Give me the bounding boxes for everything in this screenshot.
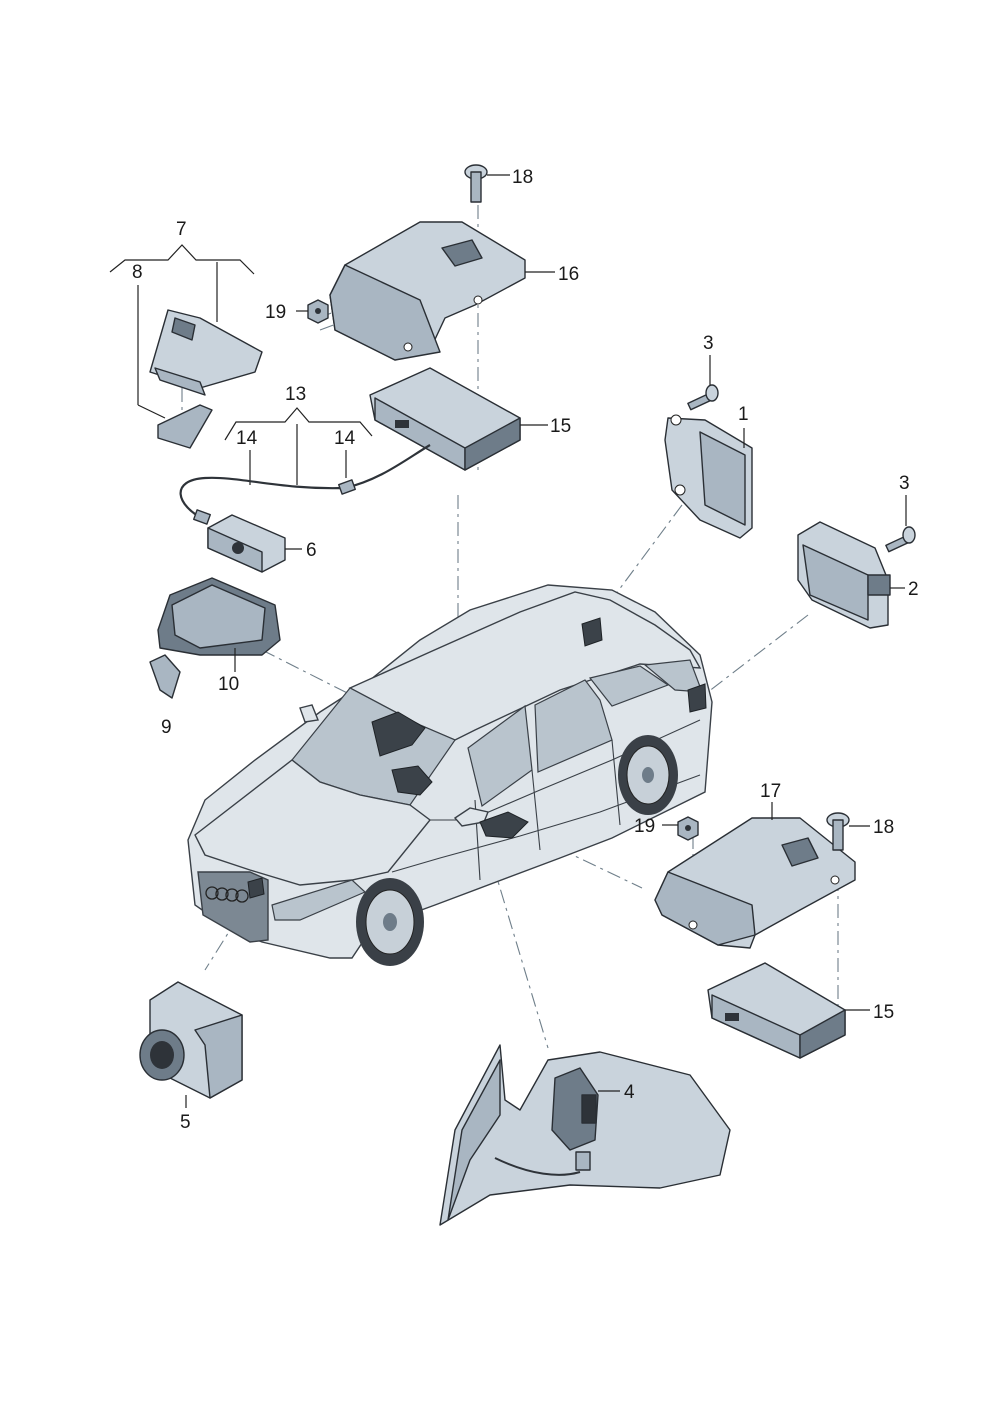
callout-13: 13	[285, 384, 306, 405]
callout-3-top: 3	[703, 333, 714, 354]
part-7-bracket-set	[109, 244, 263, 419]
marker-radar-right	[687, 683, 707, 713]
callout-15-lower: 15	[873, 1002, 894, 1023]
callout-7: 7	[176, 219, 187, 240]
callout-18-lower: 18	[873, 817, 894, 838]
part-3-screw-1	[687, 355, 719, 411]
part-17-bracket	[654, 802, 856, 949]
part-8-cover	[157, 388, 213, 449]
vehicle-avant	[187, 584, 713, 966]
callout-labels: 18 7 8 16 19 3 13 1 15 14 14 3 6 2 10 9 …	[132, 167, 919, 1133]
front-wheel	[356, 878, 424, 966]
callout-8: 8	[132, 262, 143, 283]
part-18-bolt-lower	[826, 812, 870, 851]
part-2-radar-unit	[797, 521, 905, 629]
callout-6: 6	[306, 540, 317, 561]
callout-9: 9	[161, 717, 172, 738]
part-3-screw-2	[885, 495, 916, 553]
callout-2: 2	[908, 579, 919, 600]
marker-camera-mount	[371, 711, 426, 757]
part-15-control-unit-lower	[707, 962, 870, 1059]
part-9-trim	[149, 654, 181, 699]
marker-control-unit-front	[391, 765, 433, 796]
callout-16: 16	[558, 264, 579, 285]
marker-front-camera	[247, 877, 265, 899]
callout-15-top: 15	[550, 416, 571, 437]
part-16-bracket	[329, 221, 555, 361]
rear-wheel	[618, 735, 678, 815]
marker-radar-left	[581, 617, 603, 647]
callout-18-top: 18	[512, 167, 533, 188]
callout-1: 1	[738, 404, 749, 425]
marker-control-unit-floor	[479, 811, 529, 839]
part-10-cover	[157, 577, 281, 672]
callout-4: 4	[624, 1082, 635, 1103]
part-13-wiring	[179, 407, 431, 525]
part-4-mirror-assembly	[439, 1044, 731, 1226]
callout-14-left: 14	[236, 428, 258, 449]
grille-rings	[205, 886, 249, 903]
part-19-nut-lower	[662, 816, 699, 841]
part-6-camera-module	[207, 514, 302, 573]
callout-10: 10	[218, 674, 239, 695]
part-1-radar-unit	[664, 414, 753, 539]
part-18-bolt-top	[464, 164, 510, 203]
callout-19-lower: 19	[634, 816, 655, 837]
callout-17: 17	[760, 781, 781, 802]
callout-14-right: 14	[334, 428, 356, 449]
callout-5: 5	[180, 1112, 191, 1133]
callout-19-top: 19	[265, 302, 286, 323]
callout-3-right: 3	[899, 473, 910, 494]
part-5-front-camera	[139, 981, 243, 1108]
part-15-control-unit-top	[369, 367, 548, 471]
part-19-nut-top	[296, 299, 329, 324]
